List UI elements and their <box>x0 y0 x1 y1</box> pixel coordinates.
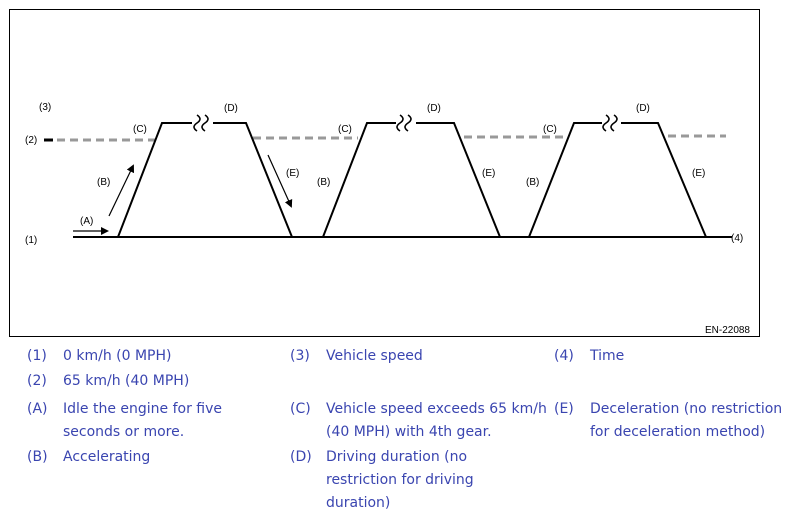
phase-d-label: (D) <box>427 103 441 114</box>
legend-text: 0 km/h (0 MPH) <box>63 348 172 364</box>
speed-profile-diagram: (3) (2) (1) (4) <box>25 102 750 336</box>
legend-text: Accelerating <box>63 449 151 465</box>
phase-d-label: (D) <box>636 103 650 114</box>
legend-item-b: (B) Accelerating <box>27 446 259 469</box>
phase-c-label: (C) <box>133 124 147 135</box>
legend-text: Deceleration (no restriction for deceler… <box>590 401 783 440</box>
legend-key: (C) <box>290 401 311 417</box>
legend-key: (B) <box>27 449 48 465</box>
phase-a-label: (A) <box>80 216 93 227</box>
legend-key: (3) <box>290 348 310 364</box>
legend-item-3: (3) Vehicle speed <box>290 345 540 368</box>
legend-item-d: (D) Driving duration (no restriction for… <box>290 446 500 515</box>
zero-speed-label: (1) <box>25 235 37 246</box>
legend-item-1: (1) 0 km/h (0 MPH) <box>27 345 267 368</box>
legend: (1) 0 km/h (0 MPH) (2) 65 km/h (40 MPH) … <box>0 345 788 521</box>
diagram-frame: (3) (2) (1) (4) <box>9 9 760 337</box>
threshold-speed-label: (2) <box>25 135 37 146</box>
speed-axis-label: (3) <box>39 102 51 113</box>
legend-text: Vehicle speed exceeds 65 km/h (40 MPH) w… <box>326 401 547 440</box>
legend-key: (2) <box>27 373 47 389</box>
phase-b-label: (B) <box>97 177 110 188</box>
legend-key: (D) <box>290 449 312 465</box>
break-marks <box>193 114 618 132</box>
legend-item-2: (2) 65 km/h (40 MPH) <box>27 370 267 393</box>
phase-e-label: (E) <box>482 168 495 179</box>
phase-c-label: (C) <box>338 124 352 135</box>
legend-text: Vehicle speed <box>326 348 423 364</box>
legend-text: Driving duration (no restriction for dri… <box>326 449 474 511</box>
phase-d-label: (D) <box>224 103 238 114</box>
legend-item-e: (E) Deceleration (no restriction for dec… <box>554 398 786 444</box>
speed-profile <box>117 122 707 238</box>
legend-key: (4) <box>554 348 574 364</box>
legend-text: Idle the engine for five seconds or more… <box>63 401 223 440</box>
phase-c-label: (C) <box>543 124 557 135</box>
legend-item-c: (C) Vehicle speed exceeds 65 km/h (40 MP… <box>290 398 548 444</box>
figure-code: EN-22088 <box>705 325 750 336</box>
phase-e-label: (E) <box>286 168 299 179</box>
time-axis-label: (4) <box>731 233 743 244</box>
legend-key: (E) <box>554 401 574 417</box>
legend-item-4: (4) Time <box>554 345 784 368</box>
legend-key: (1) <box>27 348 47 364</box>
legend-key: (A) <box>27 401 48 417</box>
threshold-line <box>57 134 726 142</box>
deceleration-arrow <box>267 154 293 208</box>
phase-b-label: (B) <box>317 177 330 188</box>
phase-e-label: (E) <box>692 168 705 179</box>
legend-text: Time <box>590 348 625 364</box>
legend-text: 65 km/h (40 MPH) <box>63 373 190 389</box>
accelerating-arrow <box>108 164 135 217</box>
phase-b-label: (B) <box>526 177 539 188</box>
legend-item-a: (A) Idle the engine for five seconds or … <box>27 398 259 444</box>
